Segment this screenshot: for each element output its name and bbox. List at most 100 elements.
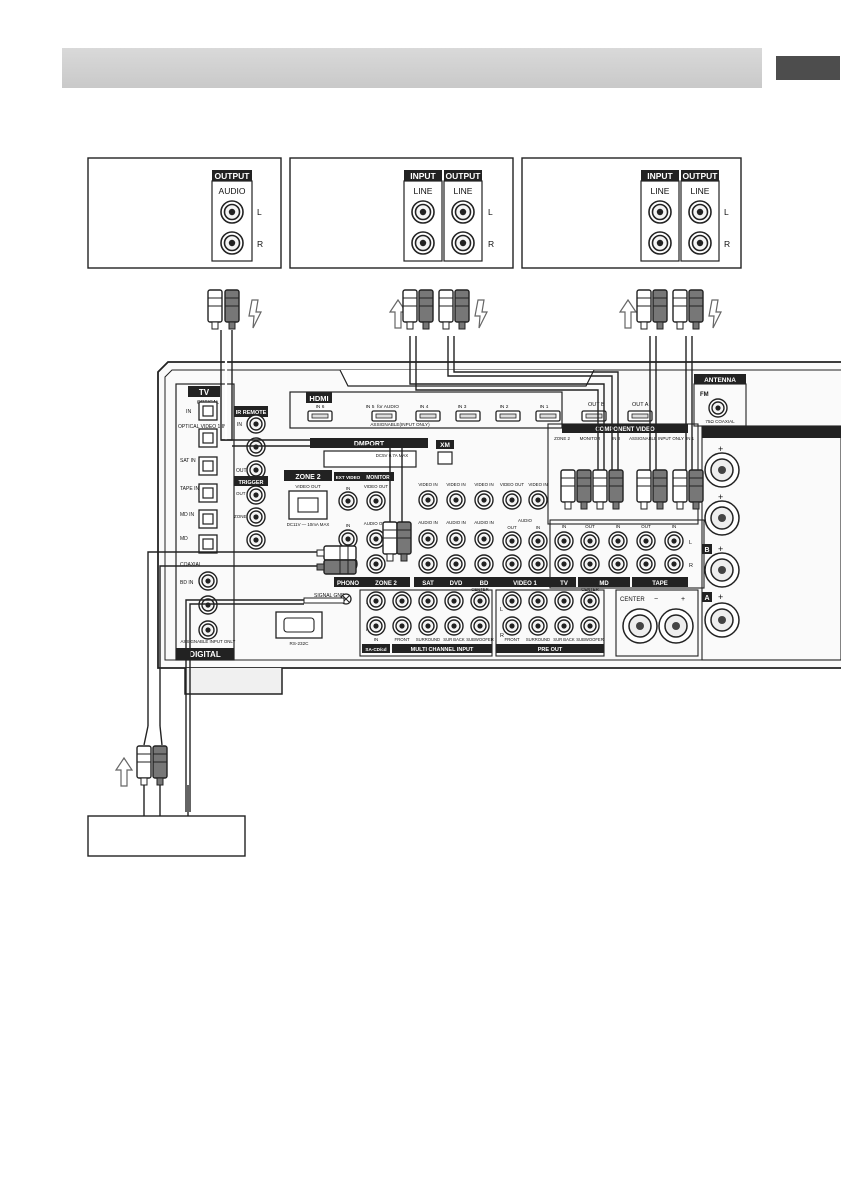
trigger-main-jack[interactable]	[246, 485, 266, 505]
tape-in-l-jack[interactable]	[648, 200, 672, 224]
tape-l-label: L	[724, 207, 729, 217]
sacd-in-l-jack[interactable]	[366, 591, 386, 611]
coaxial-bd-in-jack[interactable]	[198, 571, 218, 591]
zone2-audio-l-jack[interactable]	[366, 529, 386, 549]
tape-out-label: OUT	[641, 524, 651, 529]
video1-audio-out-r-jack[interactable]	[502, 554, 522, 574]
coaxial-3-jack[interactable]	[198, 620, 218, 640]
tape-cable	[649, 336, 693, 480]
cd-out-l-jack[interactable]	[220, 200, 244, 224]
coaxial-2-jack[interactable]	[198, 595, 218, 615]
video1-audio-in-r-jack[interactable]	[528, 554, 548, 574]
video1-video-out-jack[interactable]	[502, 490, 522, 510]
hdmi-in3-port[interactable]	[455, 410, 481, 422]
preout-center-jack[interactable]	[580, 591, 600, 611]
tv-badge: TV	[199, 388, 210, 397]
mc-surround-l-jack[interactable]	[418, 591, 438, 611]
speaker-a-post[interactable]	[704, 602, 740, 638]
ext-video-in-jack[interactable]	[338, 491, 358, 511]
trigger-zone3-jack[interactable]	[246, 530, 266, 550]
mc-front-l-jack[interactable]	[392, 591, 412, 611]
preout-surback-l-jack[interactable]	[554, 591, 574, 611]
sacd-in-r-jack[interactable]	[366, 616, 386, 636]
speaker-front-a-minus-post[interactable]	[704, 500, 740, 536]
speaker-plus-4: +	[718, 592, 723, 602]
md-in-r-jack[interactable]	[411, 231, 435, 255]
optical-video1-in-port[interactable]	[198, 428, 218, 448]
md-rec-out-l-jack[interactable]	[580, 531, 600, 551]
preout-subwoofer-jack[interactable]	[580, 616, 600, 636]
fm-antenna-jack[interactable]	[708, 398, 728, 418]
dvd-video-in-jack[interactable]	[446, 490, 466, 510]
md-out-l-jack[interactable]	[451, 200, 475, 224]
preout-surback-r-jack[interactable]	[554, 616, 574, 636]
tape-out-l-jack[interactable]	[688, 200, 712, 224]
mc-center-jack[interactable]	[470, 591, 490, 611]
optical-tape-in-port[interactable]	[198, 483, 218, 503]
tv-audio-l-jack[interactable]	[554, 531, 574, 551]
section-title-bar	[62, 48, 762, 88]
hdmi-in2-port[interactable]	[495, 410, 521, 422]
ir-in-jack[interactable]	[246, 414, 266, 434]
mc-surback-r-jack[interactable]	[444, 616, 464, 636]
video1-audio-in-l-jack[interactable]	[528, 531, 548, 551]
monitor-video-out-jack[interactable]	[366, 491, 386, 511]
video1-video-in-jack[interactable]	[528, 490, 548, 510]
bd-video-in-jack[interactable]	[474, 490, 494, 510]
md-play-in-r-jack[interactable]	[608, 554, 628, 574]
preout-front-l-jack[interactable]	[502, 591, 522, 611]
tape-plug-out-l	[672, 289, 688, 330]
dvd-audio-r-jack[interactable]	[446, 554, 466, 574]
mc-surback-l-jack[interactable]	[444, 591, 464, 611]
bd-audio-r-jack[interactable]	[474, 554, 494, 574]
trigger-zone2-label: ZONE 2	[234, 514, 251, 519]
speaker-center-plus-post[interactable]	[658, 608, 694, 644]
dvd-audio-l-jack[interactable]	[446, 529, 466, 549]
preout-surround-l-jack[interactable]	[528, 591, 548, 611]
cd-out-r-jack[interactable]	[220, 231, 244, 255]
tape-in-r-jack[interactable]	[648, 231, 672, 255]
hdmi-in5-port[interactable]	[371, 410, 397, 422]
hdmi-in4-port[interactable]	[415, 410, 441, 422]
cd-signal-arrow-icon	[248, 299, 262, 329]
sat-audio-r-jack[interactable]	[418, 554, 438, 574]
hdmi-out-b-port[interactable]	[581, 410, 607, 422]
optical-sat-in-port[interactable]	[198, 456, 218, 476]
preout-front-r-jack[interactable]	[502, 616, 522, 636]
speaker-front-a-plus-post[interactable]	[704, 452, 740, 488]
tape-play-in-l-jack[interactable]	[664, 531, 684, 551]
sat-audio-l-jack[interactable]	[418, 529, 438, 549]
speaker-center-minus-post[interactable]	[622, 608, 658, 644]
sat-video-in-jack[interactable]	[418, 490, 438, 510]
preout-surround-r-jack[interactable]	[528, 616, 548, 636]
mc-front-r-jack[interactable]	[392, 616, 412, 636]
mc-surround-r-jack[interactable]	[418, 616, 438, 636]
hdmi-in6-port[interactable]	[307, 410, 333, 422]
hdmi-out-a-port[interactable]	[627, 410, 653, 422]
bd-audio-l-jack[interactable]	[474, 529, 494, 549]
hdmi-in1-port[interactable]	[535, 410, 561, 422]
cd-cable	[220, 330, 403, 528]
mc-subwoofer-jack[interactable]	[470, 616, 490, 636]
zone2-audio-r-jack[interactable]	[366, 554, 386, 574]
md-in-l-jack[interactable]	[411, 200, 435, 224]
tv-audio-r-jack[interactable]	[554, 554, 574, 574]
tape-play-in-r-jack[interactable]	[664, 554, 684, 574]
optical-md2-port[interactable]	[198, 534, 218, 554]
md-out-r-jack[interactable]	[451, 231, 475, 255]
zone2-power-label: DC11V — 10mA MAX	[287, 522, 330, 527]
optical-md-in-port[interactable]	[198, 509, 218, 529]
tape-out-r-jack[interactable]	[688, 231, 712, 255]
md-rec-out-r-jack[interactable]	[580, 554, 600, 574]
tape-rec-out-r-jack[interactable]	[636, 554, 656, 574]
xm-label: XM	[440, 442, 450, 449]
digital-section: TV OPTICAL IN OPTICAL VIDEO 1 IN SAT IN …	[175, 383, 236, 661]
video1-audio-out-l-jack[interactable]	[502, 531, 522, 551]
speaker-b-post[interactable]	[704, 552, 740, 588]
trigger-zone2-jack[interactable]	[246, 507, 266, 527]
tape-rec-out-l-jack[interactable]	[636, 531, 656, 551]
optical-tv-in-port[interactable]	[198, 401, 218, 421]
md-play-in-l-jack[interactable]	[608, 531, 628, 551]
phono-l-jack[interactable]	[338, 529, 358, 549]
